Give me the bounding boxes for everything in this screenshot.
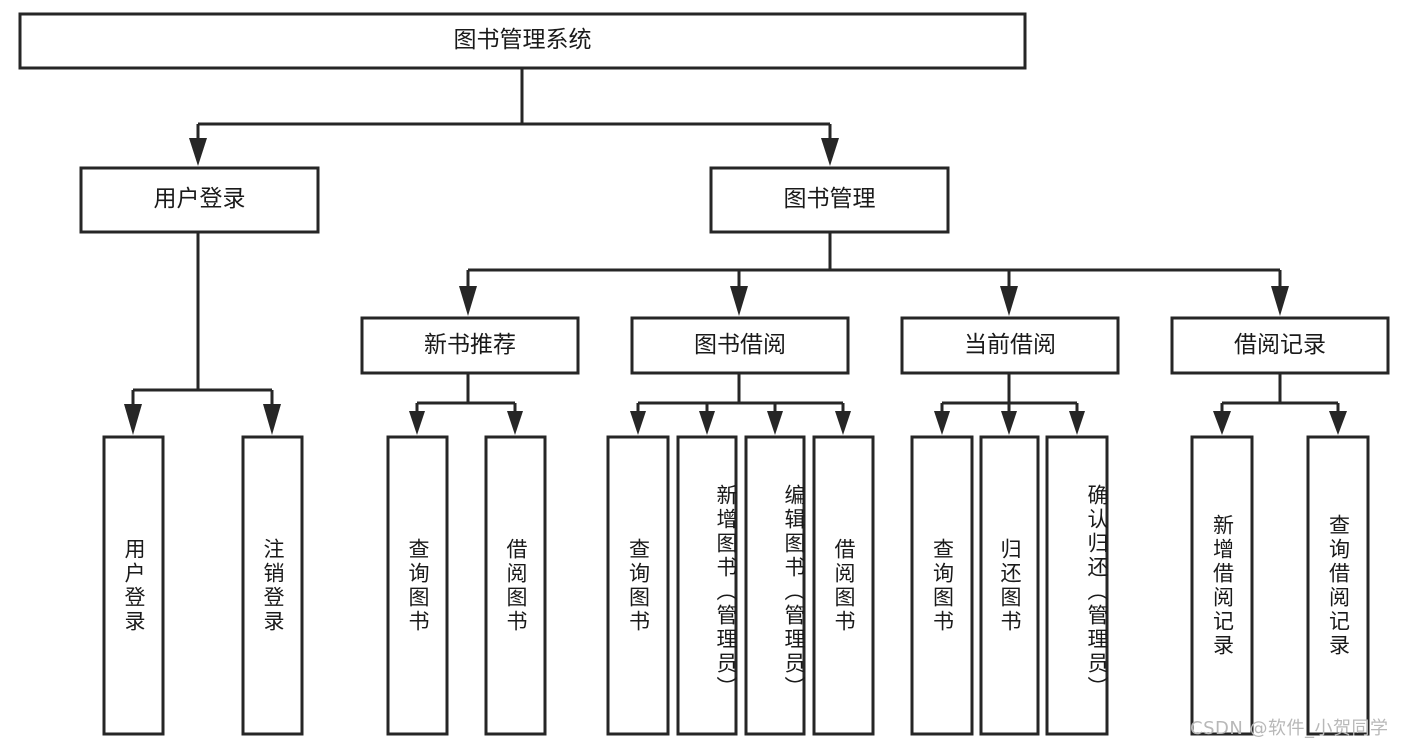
connector-newbook-to-leaves — [409, 373, 523, 435]
node-box-leaf[interactable] — [606, 435, 670, 736]
connector-bookmgmt-to-level3 — [459, 232, 1289, 316]
connector-root-to-level2 — [189, 68, 839, 166]
node-box-leaf[interactable] — [102, 435, 165, 736]
node-box-leaf[interactable] — [1190, 435, 1254, 736]
node-box-leaf[interactable] — [1045, 435, 1109, 736]
node-box-book-management[interactable] — [709, 166, 950, 234]
node-box-leaf[interactable] — [676, 435, 738, 736]
node-box-leaf[interactable] — [812, 435, 875, 736]
node-box-root[interactable] — [18, 12, 1027, 70]
node-box-leaf[interactable] — [979, 435, 1040, 736]
node-box-leaf[interactable] — [484, 435, 547, 736]
node-box-leaf[interactable] — [1306, 435, 1370, 736]
node-box-leaf[interactable] — [386, 435, 449, 736]
node-box-leaf[interactable] — [241, 435, 304, 736]
node-box-leaf[interactable] — [744, 435, 806, 736]
connector-userlogin-to-leaves — [124, 232, 281, 435]
node-box-borrow-record[interactable] — [1170, 316, 1390, 375]
node-box-user-login[interactable] — [79, 166, 320, 234]
node-box-new-book-recommend[interactable] — [360, 316, 580, 375]
connector-currentborrow-to-leaves — [934, 373, 1085, 435]
watermark-text: CSDN @软件_小贺同学 — [1190, 718, 1389, 739]
connector-borrowrecord-to-leaves — [1213, 373, 1347, 435]
node-box-current-borrow[interactable] — [900, 316, 1120, 375]
connector-bookborrow-to-leaves — [630, 373, 851, 435]
node-box-book-borrow[interactable] — [630, 316, 850, 375]
node-box-leaf[interactable] — [910, 435, 974, 736]
